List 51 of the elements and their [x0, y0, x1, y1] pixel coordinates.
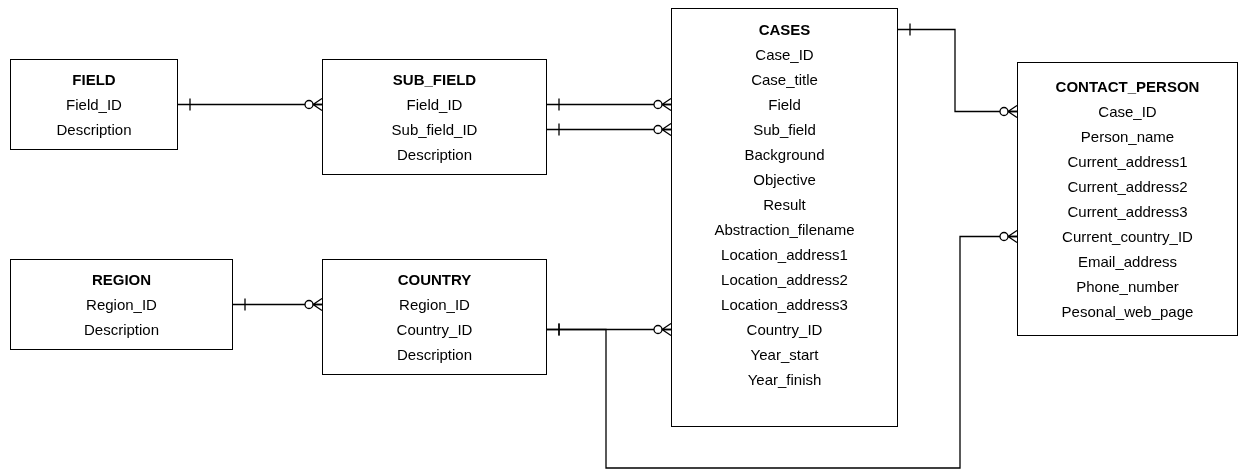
field-name: Background — [744, 144, 825, 165]
field-name: Sub_field — [753, 119, 816, 140]
relationship-line — [546, 122, 672, 137]
field-name: Country_ID — [396, 319, 473, 340]
table-name: REGION — [91, 269, 152, 290]
field-name: Case_title — [751, 69, 818, 90]
field-name: Region_ID — [86, 294, 157, 315]
field-name: Email_address — [1077, 251, 1178, 272]
field-name: Case_ID — [1098, 101, 1157, 122]
entity-box — [10, 259, 233, 350]
field-name: Field — [768, 94, 801, 115]
relationship-line — [546, 229, 1018, 469]
field-name: Person_name — [1080, 126, 1175, 147]
field-name: Abstraction_filename — [714, 219, 855, 240]
field-name: Objective — [753, 169, 816, 190]
table-name: CASES — [758, 19, 811, 40]
field-name: Description — [84, 319, 159, 340]
field-name: Description — [397, 344, 472, 365]
relationship-line — [897, 22, 1018, 119]
field-name: Current_address1 — [1067, 151, 1188, 172]
field-name: Case_ID — [755, 44, 814, 65]
entity-box — [322, 59, 547, 175]
entity-box — [322, 259, 547, 375]
field-name: Current_address3 — [1067, 201, 1188, 222]
field-name: Result — [763, 194, 806, 215]
field-name: Year_start — [750, 344, 819, 365]
field-name: Region_ID — [399, 294, 470, 315]
field-name: Description — [56, 119, 132, 140]
field-name: Location_address1 — [721, 244, 848, 265]
table-name: SUB_FIELD — [392, 69, 477, 90]
field-name: Pesonal_web_page — [1061, 301, 1194, 322]
field-name: Country_ID — [746, 319, 823, 340]
field-name: Description — [397, 144, 472, 165]
field-name: Field_ID — [66, 94, 122, 115]
field-name: Year_finish — [747, 369, 822, 390]
relationship-line — [546, 97, 672, 112]
table-name: FIELD — [72, 69, 116, 90]
entity-box — [1017, 62, 1238, 336]
field-name: Location_address3 — [721, 294, 848, 315]
table-name: COUNTRY — [397, 269, 472, 290]
field-name: Location_address2 — [721, 269, 848, 290]
relationship-line — [177, 97, 323, 112]
table-name: CONTACT_PERSON — [1055, 76, 1200, 97]
field-name: Phone_number — [1076, 276, 1179, 297]
field-name: Current_country_ID — [1062, 226, 1193, 247]
relationship-line — [232, 297, 323, 312]
field-name: Current_address2 — [1067, 176, 1188, 197]
field-name: Field_ID — [406, 94, 463, 115]
entity-box — [671, 8, 898, 427]
entity-box — [10, 59, 178, 150]
field-name: Sub_field_ID — [391, 119, 478, 140]
